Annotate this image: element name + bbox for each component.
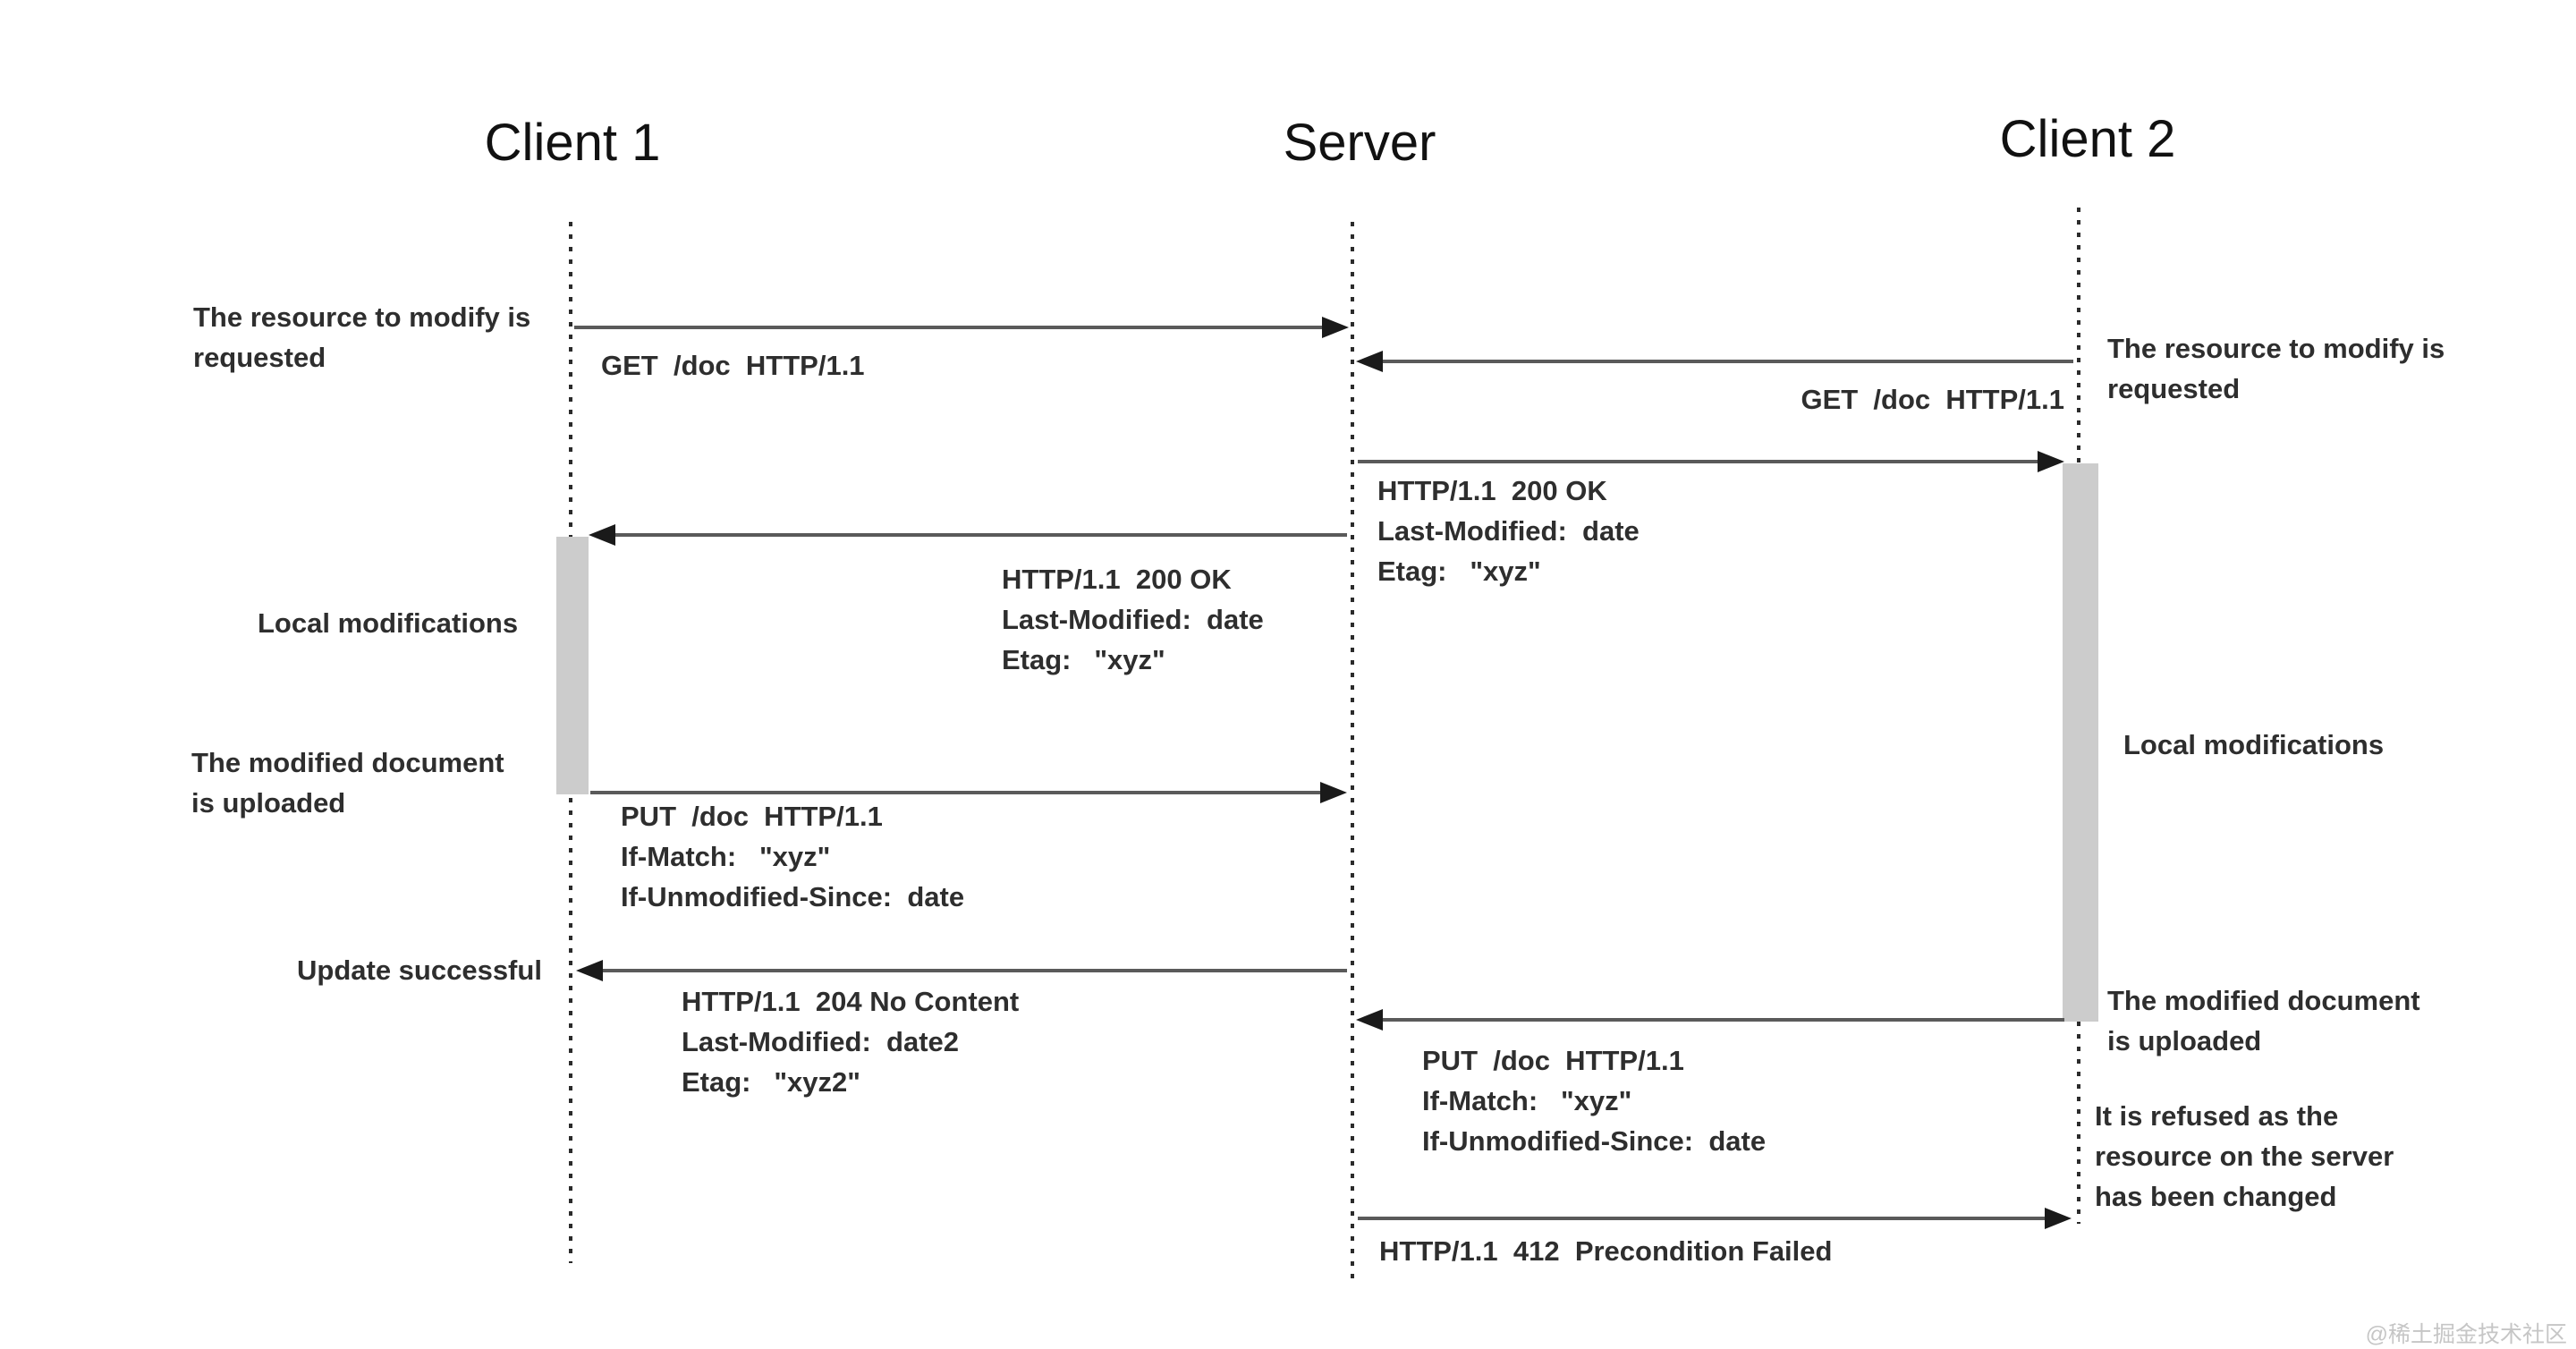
arrow-412-c2-shaft: [1358, 1217, 2046, 1220]
annotation-right-request: The resource to modify is requested: [2107, 333, 2445, 404]
annotation-left-local-modifications: Local modifications: [258, 607, 519, 639]
arrow-put-c2-shaft: [1383, 1018, 2064, 1022]
arrow-412-c2-head: [2045, 1208, 2072, 1229]
arrow-204-c1-shaft: [601, 969, 1347, 972]
annotation-right-local-modifications: Local modifications: [2123, 729, 2385, 760]
activation-bar-client1: [556, 537, 589, 794]
actor-client2-label: Client 2: [1999, 110, 2176, 168]
message-200-c2: HTTP/1.1 200 OK Last-Modified: date Etag…: [1377, 475, 1640, 587]
message-204-c1: HTTP/1.1 204 No Content Last-Modified: d…: [682, 986, 1020, 1098]
arrow-get-c1-shaft: [574, 326, 1324, 329]
arrow-put-c2-head: [1356, 1009, 1383, 1031]
activation-bar-client2: [2063, 463, 2098, 1022]
annotation-right-refused: It is refused as the resource on the ser…: [2095, 1100, 2394, 1212]
message-put-c1: PUT /doc HTTP/1.1 If-Match: "xyz" If-Unm…: [621, 801, 965, 912]
annotation-right-upload: The modified document is uploaded: [2107, 985, 2420, 1056]
annotation-left-update-successful: Update successful: [297, 954, 542, 986]
annotation-left-upload: The modified document is uploaded: [191, 747, 504, 819]
watermark: @稀土掘金技术社区: [2365, 1322, 2567, 1347]
message-get-c2: GET /doc HTTP/1.1: [1801, 384, 2064, 415]
actor-client1-label: Client 1: [484, 114, 661, 172]
arrow-get-c1-head: [1322, 317, 1349, 338]
actor-server-label: Server: [1283, 114, 1436, 172]
message-200-c1: HTTP/1.1 200 OK Last-Modified: date Etag…: [1002, 564, 1264, 675]
arrow-200-c1-head: [589, 524, 615, 546]
message-put-c2: PUT /doc HTTP/1.1 If-Match: "xyz" If-Unm…: [1422, 1045, 1767, 1157]
arrow-204-c1-head: [576, 960, 603, 981]
arrow-200-c1-shaft: [614, 533, 1347, 537]
arrow-get-c2-shaft: [1383, 360, 2073, 363]
arrow-put-c1-shaft: [590, 791, 1322, 794]
message-get-c1: GET /doc HTTP/1.1: [601, 350, 865, 381]
arrow-put-c1-head: [1320, 782, 1347, 803]
arrow-200-c2-head: [2038, 451, 2064, 472]
arrow-200-c2-shaft: [1358, 460, 2039, 463]
lifeline-server: [1351, 222, 1354, 1279]
message-412-c2: HTTP/1.1 412 Precondition Failed: [1379, 1235, 1833, 1267]
arrow-get-c2-head: [1356, 351, 1383, 372]
annotation-left-request: The resource to modify is requested: [193, 301, 531, 373]
